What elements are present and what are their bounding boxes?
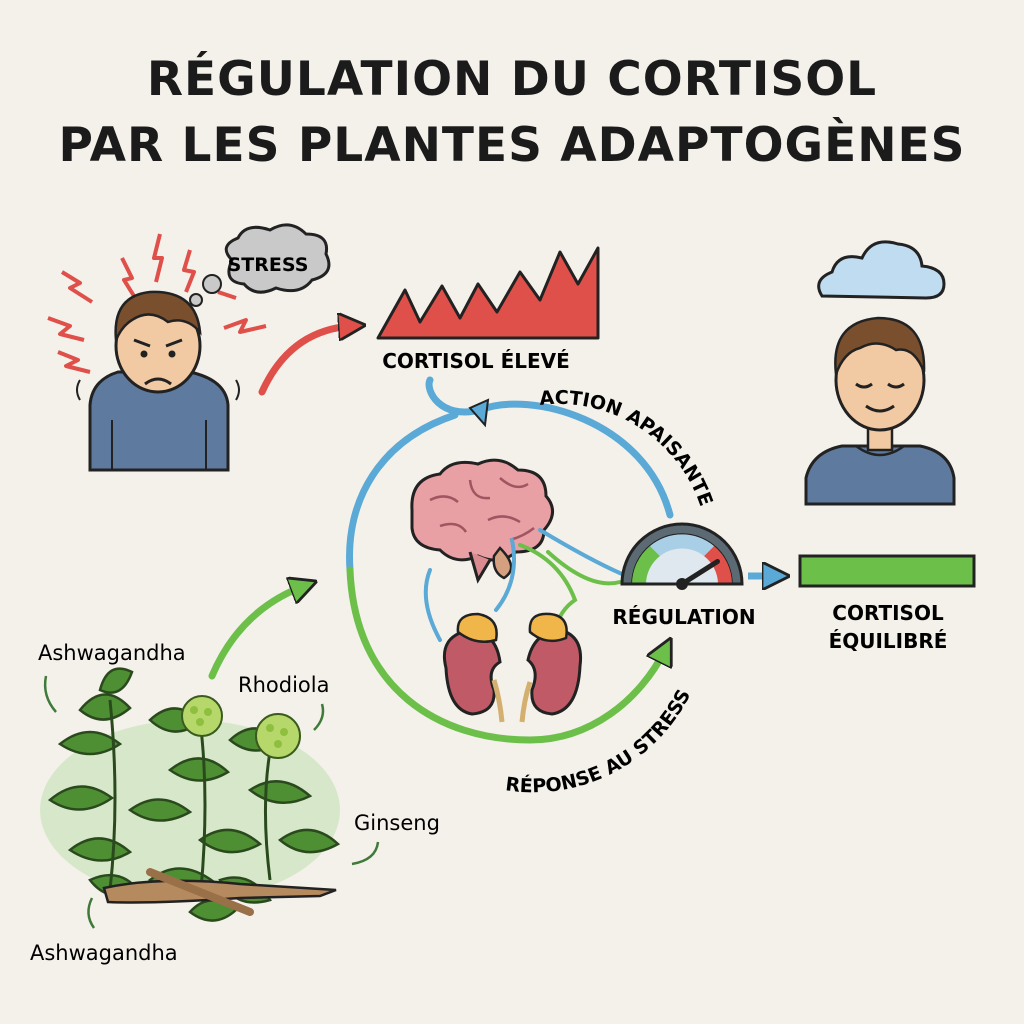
cortisol-balanced-label-line1: CORTISOL [832,601,944,625]
cortisol-balanced-label-line2: ÉQUILIBRÉ [829,629,948,653]
stress-to-cortisol-arrow [258,326,352,396]
rhodiola-flowers [181,695,301,759]
cortisol-high-graph [376,246,600,340]
calming-action-arrow [425,376,674,519]
regulation-gauge [620,522,744,590]
page-title-line2: PAR LES PLANTES ADAPTOGÈNES [58,118,966,173]
gauge-needle [679,559,720,587]
calming-arrowhead [468,398,490,428]
calm-cloud-icon [817,240,946,300]
adrenal-glands-icon [456,612,568,643]
stress-lightning-icons [47,233,267,374]
stress-bubble-text: STRESS [228,254,309,276]
plants-to-loop-arrow [208,586,304,680]
brain-icon [410,458,554,584]
calm-person [804,240,956,506]
stressed-person [47,233,267,472]
cortisol-balanced-bar [798,554,976,588]
regulation-label: RÉGULATION [612,605,755,629]
plant-leader-lines [43,675,380,929]
adaptogen-plants [40,667,341,922]
kidneys-icon [443,628,583,723]
plant-label-ashwagandha-bottom: Ashwagandha [30,941,178,965]
page-title-line1: RÉGULATION DU CORTISOL [146,52,878,107]
feedback-loop-blue [346,411,459,574]
cortisol-high-label: CORTISOL ÉLEVÉ [382,349,570,373]
plant-label-ashwagandha-top: Ashwagandha [38,641,186,665]
plant-label-ginseng: Ginseng [354,811,440,835]
feedback-loop-green [346,566,665,744]
stress-thought-bubble: STRESS [189,223,331,307]
plant-label-rhodiola: Rhodiola [238,673,329,697]
